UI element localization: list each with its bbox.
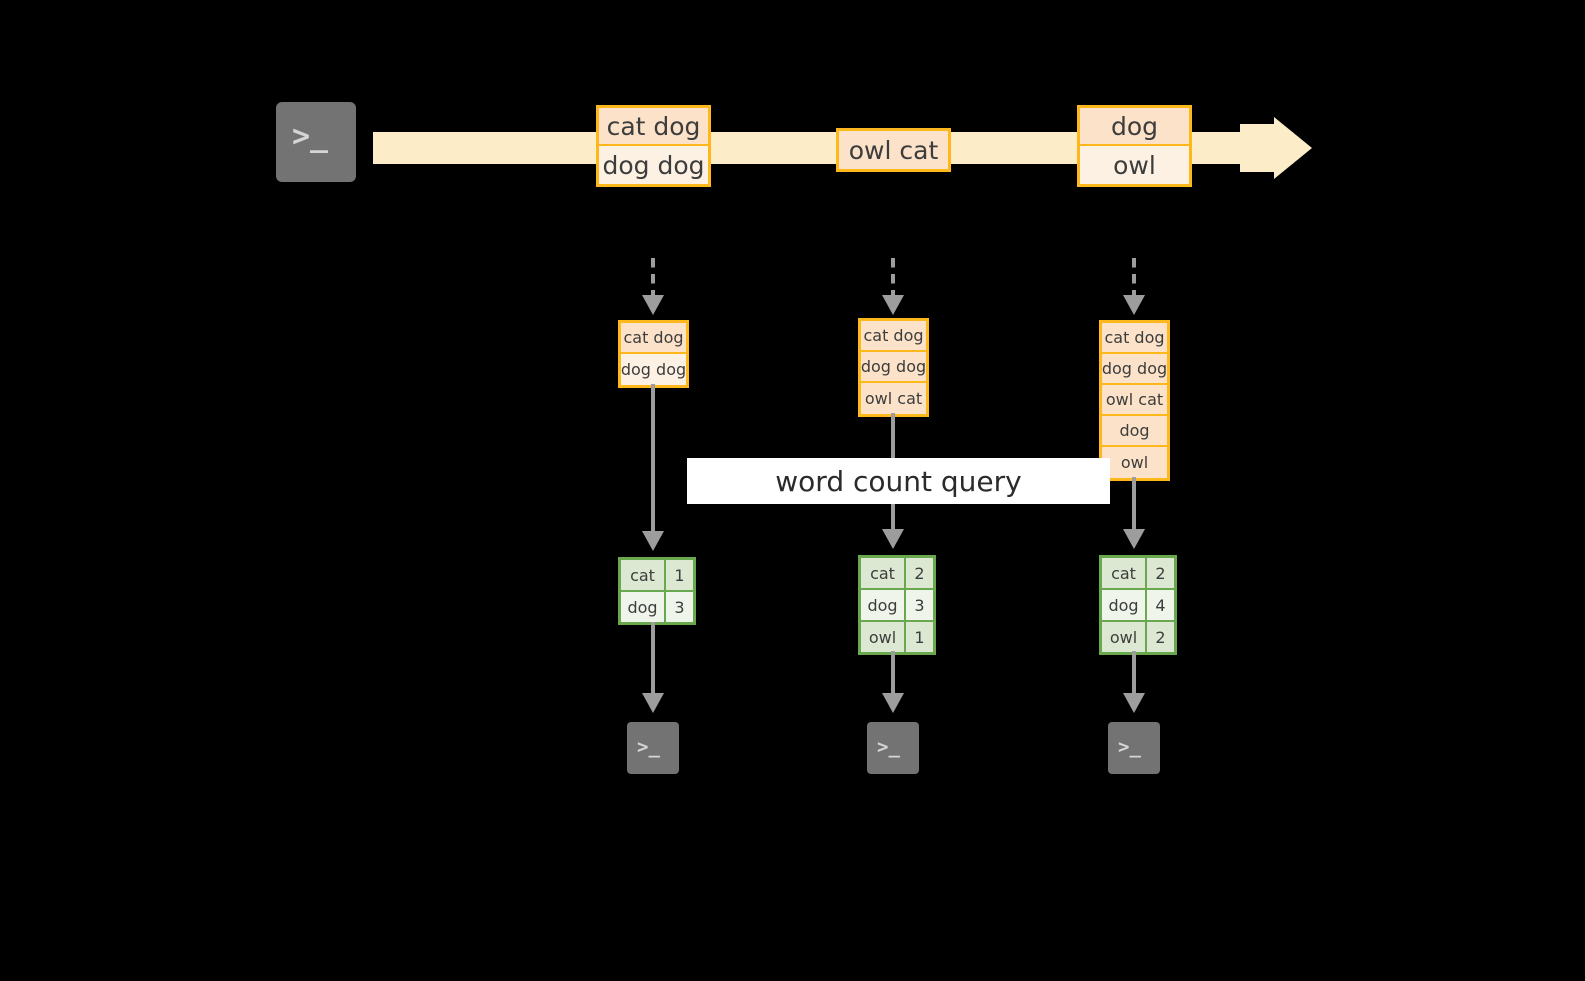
- terminal-screen: [276, 102, 356, 182]
- dashed-connector-1: [651, 258, 655, 300]
- table-row: owl 2: [1102, 622, 1174, 652]
- word-cell: cat: [861, 558, 906, 588]
- sink-terminal-icon-3: >_: [1100, 714, 1168, 782]
- query-connector-1-arrowhead: [642, 531, 664, 551]
- table-row: owl 1: [861, 622, 933, 652]
- stream-arrow-shaft: [1240, 124, 1280, 172]
- word-cell: dog: [861, 590, 906, 620]
- dashed-connector-2-arrowhead: [882, 295, 904, 315]
- query-connector-3: [1132, 477, 1136, 534]
- terminal-prompt-glyph: >_: [1118, 736, 1141, 758]
- count-cell: 2: [1147, 622, 1174, 652]
- word-cell: cat: [1102, 558, 1147, 588]
- dashed-connector-2: [891, 258, 895, 300]
- sink-terminal-icon-1: >_: [619, 714, 687, 782]
- input-row: dog dog: [621, 354, 686, 385]
- word-cell: cat: [621, 560, 666, 590]
- input-row: dog dog: [861, 352, 926, 383]
- query-label-text: word count query: [775, 464, 1022, 498]
- count-cell: 1: [666, 560, 693, 590]
- stream-record-3-line-1: dog: [1080, 108, 1189, 146]
- table-row: cat 2: [861, 558, 933, 590]
- count-cell: 3: [906, 590, 933, 620]
- sink-terminal-icon-2: >_: [859, 714, 927, 782]
- sink-connector-1-arrowhead: [642, 693, 664, 713]
- input-row: owl cat: [861, 383, 926, 414]
- count-cell: 2: [1147, 558, 1174, 588]
- word-count-result-2: cat 2 dog 3 owl 1: [858, 555, 936, 655]
- stream-record-3: dog owl: [1077, 105, 1192, 187]
- input-row: owl cat: [1102, 385, 1167, 416]
- accumulated-input-1: cat dog dog dog: [618, 320, 689, 388]
- stream-record-2-line-1: owl cat: [839, 131, 948, 169]
- word-cell: owl: [1102, 622, 1147, 652]
- stream-arrow-head: [1274, 117, 1312, 179]
- terminal-prompt-glyph: >_: [292, 119, 329, 154]
- table-row: cat 1: [621, 560, 693, 592]
- word-count-result-3: cat 2 dog 4 owl 2: [1099, 555, 1177, 655]
- stream-record-2: owl cat: [836, 128, 951, 172]
- dashed-connector-1-arrowhead: [642, 295, 664, 315]
- terminal-screen: [1108, 722, 1160, 774]
- stream-record-1: cat dog dog dog: [596, 105, 711, 187]
- input-row: owl: [1102, 447, 1167, 478]
- word-cell: dog: [621, 592, 666, 622]
- table-row: dog 4: [1102, 590, 1174, 622]
- terminal-screen: [867, 722, 919, 774]
- word-cell: dog: [1102, 590, 1147, 620]
- terminal-screen: [627, 722, 679, 774]
- count-cell: 1: [906, 622, 933, 652]
- word-count-result-1: cat 1 dog 3: [618, 557, 696, 625]
- input-row: cat dog: [621, 323, 686, 354]
- input-row: cat dog: [1102, 323, 1167, 354]
- stream-record-1-line-1: cat dog: [599, 108, 708, 146]
- table-row: cat 2: [1102, 558, 1174, 590]
- stream-record-1-line-2: dog dog: [599, 146, 708, 184]
- accumulated-input-3: cat dog dog dog owl cat dog owl: [1099, 320, 1170, 481]
- count-cell: 3: [666, 592, 693, 622]
- word-cell: owl: [861, 622, 906, 652]
- sink-connector-2: [891, 651, 895, 698]
- table-row: dog 3: [861, 590, 933, 622]
- dashed-connector-3-arrowhead: [1123, 295, 1145, 315]
- input-row: dog dog: [1102, 354, 1167, 385]
- count-cell: 2: [906, 558, 933, 588]
- query-connector-3-arrowhead: [1123, 529, 1145, 549]
- input-row: dog: [1102, 416, 1167, 447]
- query-label: word count query: [687, 458, 1110, 504]
- query-connector-1: [651, 384, 655, 536]
- accumulated-input-2: cat dog dog dog owl cat: [858, 318, 929, 417]
- source-terminal-icon: >_: [268, 94, 364, 190]
- sink-connector-3-arrowhead: [1123, 693, 1145, 713]
- sink-connector-2-arrowhead: [882, 693, 904, 713]
- terminal-prompt-glyph: >_: [877, 736, 900, 758]
- count-cell: 4: [1147, 590, 1174, 620]
- sink-connector-1: [651, 622, 655, 698]
- dashed-connector-3: [1132, 258, 1136, 300]
- query-connector-2-arrowhead: [882, 529, 904, 549]
- sink-connector-3: [1132, 651, 1136, 698]
- terminal-prompt-glyph: >_: [637, 736, 660, 758]
- stream-record-3-line-2: owl: [1080, 146, 1189, 184]
- input-row: cat dog: [861, 321, 926, 352]
- table-row: dog 3: [621, 592, 693, 622]
